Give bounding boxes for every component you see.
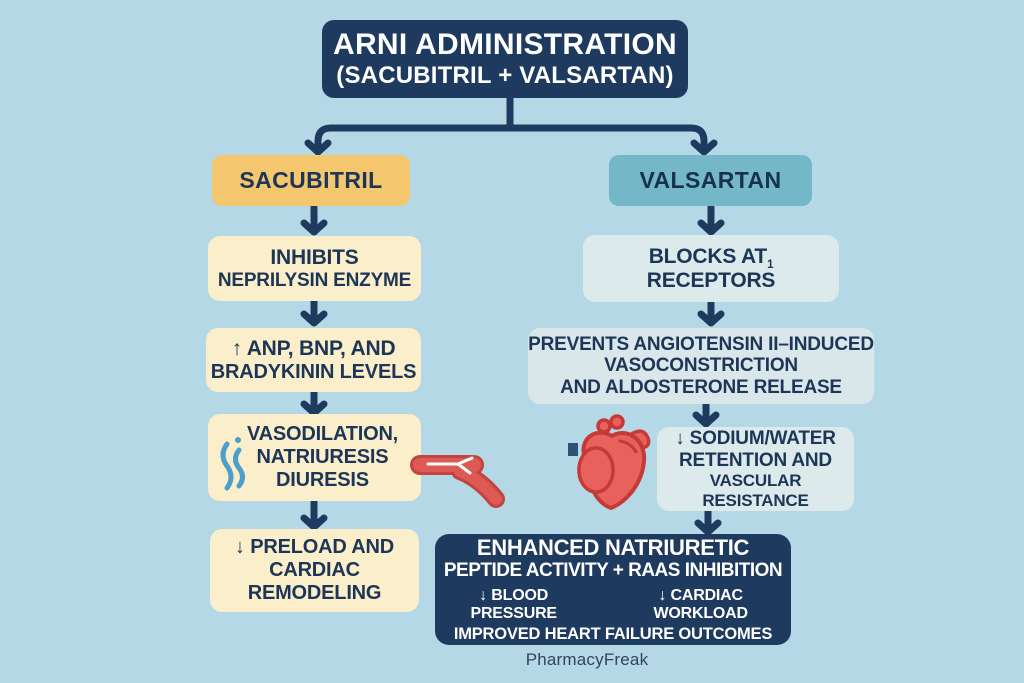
outcome-line: ENHANCED NATRIURETIC	[476, 535, 750, 560]
anp-bnp-bradykinin-box: ↑ ANP, BNP, AND BRADYKININ LEVELS	[206, 328, 421, 392]
sacubitril-header-box: SACUBITRIL	[212, 155, 410, 206]
water-waves-icon	[220, 437, 245, 491]
blocks-at1-receptors-box: BLOCKS AT1 RECEPTORS	[583, 235, 839, 302]
prevents-angiotensin-box: PREVENTS ANGIOTENSIN II–INDUCED VASOCONS…	[528, 328, 874, 404]
box-line: DIURESIS	[276, 468, 369, 491]
box-line: ↓ SODIUM/WATER	[675, 427, 836, 449]
at1-subscript: 1	[767, 258, 774, 271]
blood-pressure-text: ↓ BLOOD PRESSURE	[470, 586, 557, 622]
outcome-line: IMPROVED HEART FAILURE OUTCOMES	[453, 625, 773, 644]
title-box: ARNI ADMINISTRATION (SACUBITRIL + VALSAR…	[322, 20, 688, 98]
box-line: NEPRILYSIN ENZYME	[217, 269, 412, 291]
box-line: VASCULAR RESISTANCE	[702, 471, 809, 510]
down-arrow	[697, 299, 725, 327]
box-line: RECEPTORS	[646, 268, 776, 292]
page-subtitle: (SACUBITRIL + VALSARTAN)	[336, 62, 674, 90]
down-arrow	[300, 389, 328, 417]
box-line: NATRIURESIS	[256, 446, 389, 469]
down-arrow	[697, 203, 725, 236]
inhibits-neprilysin-box: INHIBITS NEPRILYSIN ENZYME	[208, 236, 421, 301]
box-line: AND ALDOSTERONE RELEASE	[560, 376, 842, 398]
outcome-box: ENHANCED NATRIURETIC PEPTIDE ACTIVITY + …	[435, 534, 791, 645]
box-line: VASODILATION,	[246, 423, 399, 446]
page-title: ARNI ADMINISTRATION	[332, 28, 677, 62]
artifact-square	[568, 443, 578, 456]
sacubitril-label: SACUBITRIL	[239, 167, 383, 194]
cardiac-workload-text: ↓ CARDIAC WORKLOAD	[653, 586, 748, 622]
box-line: VASOCONSTRICTION	[604, 355, 798, 377]
box-line: CARDIAC	[269, 559, 360, 582]
blood-vessel-icon	[410, 455, 505, 508]
box-line: ↑ ANP, BNP, AND	[231, 336, 396, 360]
blocks-at-text: BLOCKS AT	[648, 244, 768, 268]
box-line: INHIBITS	[270, 245, 359, 269]
valsartan-label: VALSARTAN	[639, 167, 782, 194]
valsartan-header-box: VALSARTAN	[609, 155, 812, 206]
box-line: PREVENTS ANGIOTENSIN II–INDUCED	[528, 333, 874, 355]
preload-remodeling-box: ↓ PRELOAD AND CARDIAC REMODELING	[210, 529, 419, 612]
sodium-water-retention-box: ↓ SODIUM/WATER RETENTION AND VASCULAR RE…	[657, 427, 854, 511]
down-arrow	[300, 297, 328, 327]
box-line: BLOCKS AT1	[648, 244, 774, 271]
box-line: RETENTION AND	[679, 449, 832, 471]
anatomical-heart-icon	[568, 414, 651, 510]
watermark: PharmacyFreak	[525, 650, 649, 669]
box-line: BRADYKININ LEVELS	[210, 360, 417, 383]
down-arrow	[300, 498, 328, 531]
box-line: REMODELING	[247, 581, 382, 604]
down-arrow	[692, 401, 720, 428]
branch-connector	[304, 92, 718, 156]
down-arrow	[694, 507, 722, 536]
down-arrow	[300, 203, 328, 236]
vasodilation-box: VASODILATION, NATRIURESIS DIURESIS	[208, 414, 421, 501]
outcome-line: PEPTIDE ACTIVITY + RAAS INHIBITION	[443, 560, 783, 582]
box-line: ↓ PRELOAD AND	[235, 536, 394, 559]
